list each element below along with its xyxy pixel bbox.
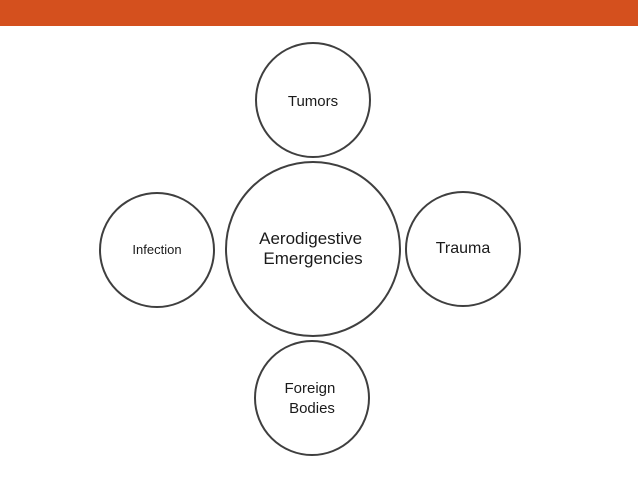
node-tumors-circle xyxy=(255,42,371,158)
center-node-line-2: Emergencies xyxy=(263,249,362,268)
node-foreign-bodies-line-1: Foreign xyxy=(284,380,335,397)
node-foreign-bodies-circle xyxy=(254,340,370,456)
node-infection-circle xyxy=(99,192,215,308)
node-tumors-line-1: Tumors xyxy=(288,93,338,110)
node-foreign-bodies: Foreign Bodies xyxy=(254,340,370,456)
slide-header-bar xyxy=(0,0,638,26)
node-trauma-circle xyxy=(405,191,521,307)
node-infection-line-1: Infection xyxy=(132,242,181,257)
node-trauma-line-1: Trauma xyxy=(436,240,491,257)
center-node-circle xyxy=(225,161,401,337)
center-node-label: Aerodigestive Emergencies xyxy=(259,229,367,268)
center-node-line-1: Aerodigestive xyxy=(259,229,362,248)
node-trauma-label: Trauma xyxy=(436,240,491,257)
node-foreign-bodies-label: Foreign Bodies xyxy=(284,380,339,417)
center-node: Aerodigestive Emergencies xyxy=(225,161,401,337)
node-infection: Infection xyxy=(99,192,215,308)
node-infection-label: Infection xyxy=(132,242,181,257)
node-tumors: Tumors xyxy=(255,42,371,158)
node-foreign-bodies-line-2: Bodies xyxy=(289,400,335,417)
node-trauma: Trauma xyxy=(405,191,521,307)
node-tumors-label: Tumors xyxy=(288,93,338,110)
